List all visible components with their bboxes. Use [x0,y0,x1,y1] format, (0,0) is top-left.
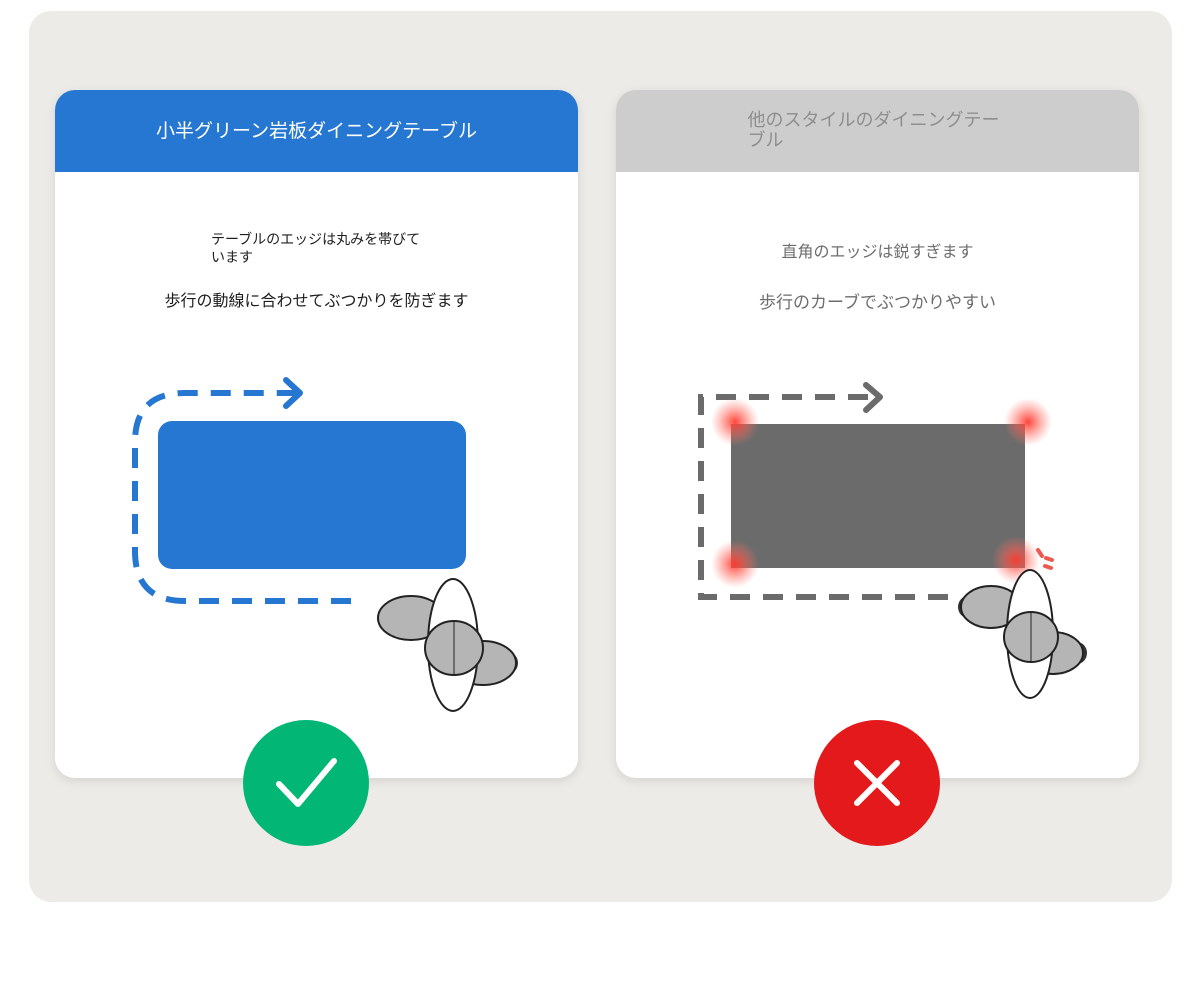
approved-badge [243,720,369,846]
rounded-table-shape [158,421,466,569]
check-icon [276,758,337,807]
rounded-table-card-header: 小半グリーン岩板ダイニングテーブル [55,90,578,172]
cross-icon [854,760,900,806]
arrow-head [283,377,303,409]
person-walking-icon [958,569,1087,699]
sharp-corner-warning [711,398,759,446]
rounded-walkway-note: 歩行の動線に合わせてぶつかりを防ぎます [164,291,469,310]
person-walking-icon [377,578,518,712]
arrow-head [863,382,883,413]
sharp-corner-warning [1004,398,1052,446]
rounded-table-title: 小半グリーン岩板ダイニングテーブル [156,119,477,142]
square-table-card-header: 他のスタイルのダイニングテーブル [616,90,1139,172]
rounded-table-illustration [132,377,518,712]
rejected-badge [814,720,940,846]
square-table-shape [731,424,1025,568]
rounded-table-card: 小半グリーン岩板ダイニングテーブル テーブルのエッジは丸みを帯びています 歩行の… [55,90,578,778]
square-table-title: 他のスタイルのダイニングテーブル [747,110,1000,151]
square-table-card: 他のスタイルのダイニングテーブル 直角のエッジは鋭すぎます 歩行のカーブでぶつか… [616,90,1139,778]
sharp-walkway-note: 歩行のカーブでぶつかりやすい [759,293,996,313]
walk-path-arrow [132,390,351,604]
sharp-corner-warning [711,540,759,588]
impact-marks [1036,548,1054,570]
rounded-edge-note: テーブルのエッジは丸みを帯びています [211,232,421,266]
square-table-illustration [698,382,1087,699]
walk-path-arrow [698,394,948,600]
sharp-edge-note: 直角のエッジは鋭すぎます [781,242,974,261]
